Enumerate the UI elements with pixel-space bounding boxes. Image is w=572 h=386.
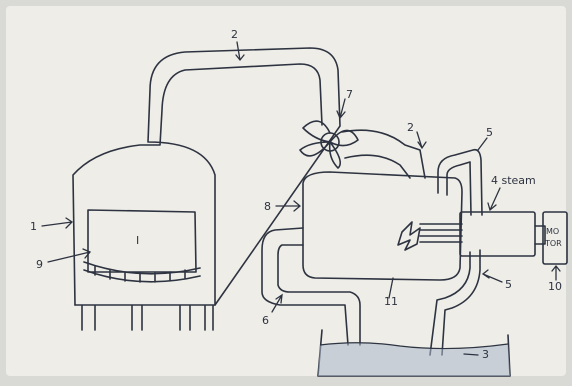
motor-label-line2: TOR <box>544 239 562 248</box>
label-7: 7 <box>346 88 353 101</box>
label-10: 10 <box>548 280 562 293</box>
label-2-top: 2 <box>231 28 238 41</box>
label-3: 3 <box>482 348 489 361</box>
label-6: 6 <box>262 314 269 327</box>
motor-label-line1: MO <box>546 227 559 236</box>
chamber-mark: I <box>136 234 139 247</box>
label-11: 11 <box>384 295 398 308</box>
label-8: 8 <box>264 200 271 213</box>
label-5-top: 5 <box>486 126 493 139</box>
label-4-steam: 4 steam <box>491 174 536 187</box>
label-9: 9 <box>36 258 43 271</box>
label-5-bottom: 5 <box>505 278 512 291</box>
label-1: 1 <box>30 220 37 233</box>
label-2-right: 2 <box>407 121 414 134</box>
